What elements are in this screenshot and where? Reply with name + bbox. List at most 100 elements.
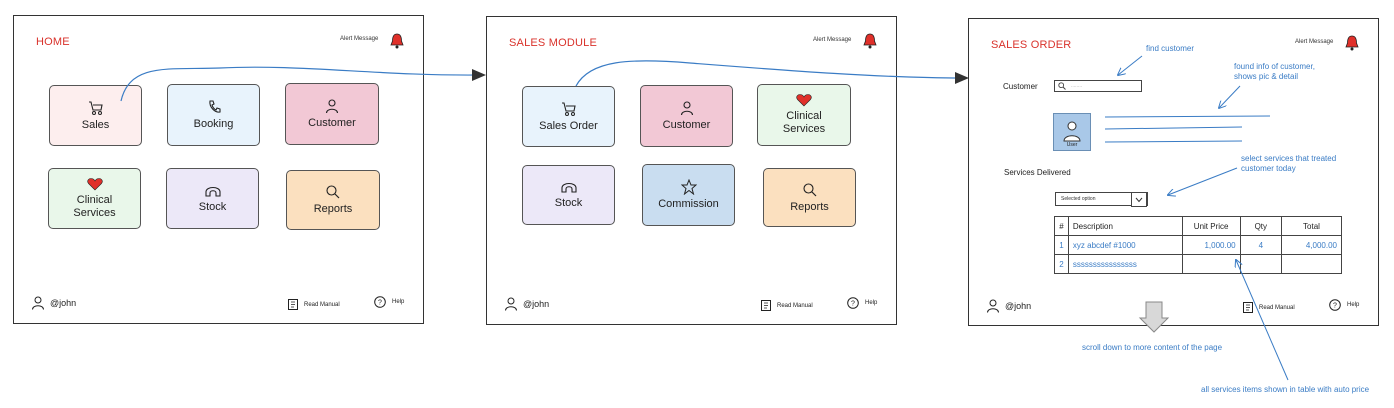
read-manual-link[interactable]: Read Manual xyxy=(1243,302,1295,313)
cell-description: ssssssssssssssss xyxy=(1067,254,1183,274)
manual-icon xyxy=(761,300,771,311)
tile-customer[interactable]: Customer xyxy=(640,85,733,147)
select-value: Selected option xyxy=(1061,196,1096,202)
chevron-down-icon[interactable] xyxy=(1131,192,1147,207)
stock-icon xyxy=(560,182,577,193)
read-manual-link[interactable]: Read Manual xyxy=(288,299,340,310)
svg-text:?: ? xyxy=(1333,303,1337,310)
table-header-row: # Description Unit Price Qty Total xyxy=(1054,216,1343,236)
bell-icon[interactable] xyxy=(390,33,404,49)
tile-label: Commission xyxy=(658,198,719,210)
help-link[interactable]: ? Help xyxy=(1329,299,1359,311)
sales-module-screen: SALES MODULE Alert Message Sales Order C… xyxy=(486,16,897,325)
star-icon xyxy=(680,179,697,195)
arrow-found-info xyxy=(1219,85,1241,108)
arrow-find-customer xyxy=(1118,55,1143,75)
note-find-customer: find customer xyxy=(1146,44,1195,53)
bell-icon[interactable] xyxy=(863,33,877,49)
avatar-label: User xyxy=(1066,142,1078,148)
read-manual-link[interactable]: Read Manual xyxy=(761,300,813,311)
home-screen: HOME Alert Message Sales Booking Custome… xyxy=(13,15,424,324)
tile-label: Customer xyxy=(662,119,711,131)
tile-label: Reports xyxy=(313,203,353,215)
tile-label: Clinical Services xyxy=(782,110,826,135)
page-title: HOME xyxy=(36,36,70,48)
user-icon xyxy=(325,99,339,114)
search-icon xyxy=(1058,82,1066,90)
sales-order-screen: SALES ORDER Alert Message Customer .....… xyxy=(968,18,1379,326)
page-title: SALES MODULE xyxy=(509,37,597,49)
heart-icon xyxy=(796,94,812,107)
tile-label: Sales xyxy=(81,118,110,131)
tile-label: Sales Order xyxy=(539,119,598,132)
tile-commission[interactable]: Commission xyxy=(642,164,735,226)
help-label: Help xyxy=(392,299,405,305)
tile-label: Booking xyxy=(193,118,234,130)
help-link[interactable]: ? Help xyxy=(374,296,404,308)
customer-label: Customer xyxy=(1003,82,1038,91)
tile-customer[interactable]: Customer xyxy=(285,83,379,145)
stock-icon xyxy=(204,186,221,197)
help-icon: ? xyxy=(847,297,859,309)
bell-icon[interactable] xyxy=(1345,35,1359,51)
tile-clinical-services[interactable]: Clinical Services xyxy=(757,84,851,146)
tile-stock[interactable]: Stock xyxy=(166,168,259,229)
col-qty: Qty xyxy=(1239,216,1282,236)
tile-label: Stock xyxy=(554,197,583,209)
tile-reports[interactable]: Reports xyxy=(286,170,380,230)
manual-icon xyxy=(288,299,298,310)
customer-search-input[interactable]: ........ xyxy=(1054,80,1142,92)
tile-reports[interactable]: Reports xyxy=(763,168,856,227)
user-menu[interactable]: @john xyxy=(987,299,1031,313)
read-manual-label: Read Manual xyxy=(1259,304,1295,311)
user-icon xyxy=(1063,121,1081,142)
help-icon: ? xyxy=(1329,299,1341,311)
search-icon xyxy=(802,182,816,196)
note-all-services: all services items shown in table with a… xyxy=(1201,385,1370,394)
user-icon xyxy=(32,296,44,310)
tile-stock[interactable]: Stock xyxy=(522,165,615,225)
user-icon xyxy=(505,297,517,311)
tile-booking[interactable]: Booking xyxy=(167,84,260,146)
alert-message[interactable]: Alert Message xyxy=(1295,39,1334,45)
tile-label: Customer xyxy=(308,117,356,129)
arrow-select-services xyxy=(1168,167,1238,195)
scroll-down-arrow xyxy=(1138,301,1170,333)
username: @john xyxy=(50,298,77,308)
note-scroll-down: scroll down to more content of the page xyxy=(1082,343,1223,352)
help-label: Help xyxy=(1347,302,1360,308)
table-row[interactable]: 1 xyz abcdef #1000 1,000.00 4 4,000.00 xyxy=(1054,235,1343,255)
note-found-info: found info of customer, shows pic & deta… xyxy=(1234,62,1315,81)
tile-sales[interactable]: Sales xyxy=(49,85,142,146)
user-menu[interactable]: @john xyxy=(32,296,76,310)
services-select[interactable]: Selected option xyxy=(1055,192,1148,207)
user-icon xyxy=(680,101,693,116)
services-delivered-label: Services Delivered xyxy=(1004,168,1071,177)
search-icon xyxy=(326,185,340,199)
note-select-services: select services that treated customer to… xyxy=(1241,154,1337,173)
cell-total xyxy=(1280,254,1343,274)
arrow-all-services xyxy=(1236,260,1289,381)
help-icon: ? xyxy=(374,296,386,308)
tile-label: Reports xyxy=(790,200,829,213)
tile-sales-order[interactable]: Sales Order xyxy=(522,86,615,147)
read-manual-label: Read Manual xyxy=(304,301,340,308)
customer-avatar: User xyxy=(1053,113,1091,151)
tile-clinical-services[interactable]: Clinical Services xyxy=(48,168,141,229)
alert-message[interactable]: Alert Message xyxy=(340,36,379,42)
username: @john xyxy=(1005,301,1032,311)
search-placeholder: ........ xyxy=(1071,83,1083,89)
help-link[interactable]: ? Help xyxy=(847,297,877,309)
username: @john xyxy=(523,299,550,309)
alert-message[interactable]: Alert Message xyxy=(813,37,852,43)
heart-icon xyxy=(86,177,103,190)
user-icon xyxy=(987,299,999,313)
flow-arrow-home-to-sales xyxy=(120,66,481,102)
services-table: # Description Unit Price Qty Total 1 xyz… xyxy=(1054,216,1343,274)
flow-arrow-sales-to-order xyxy=(575,60,963,87)
help-label: Help xyxy=(865,300,878,306)
read-manual-label: Read Manual xyxy=(777,302,813,309)
user-menu[interactable]: @john xyxy=(505,297,549,311)
cart-icon xyxy=(561,101,576,116)
